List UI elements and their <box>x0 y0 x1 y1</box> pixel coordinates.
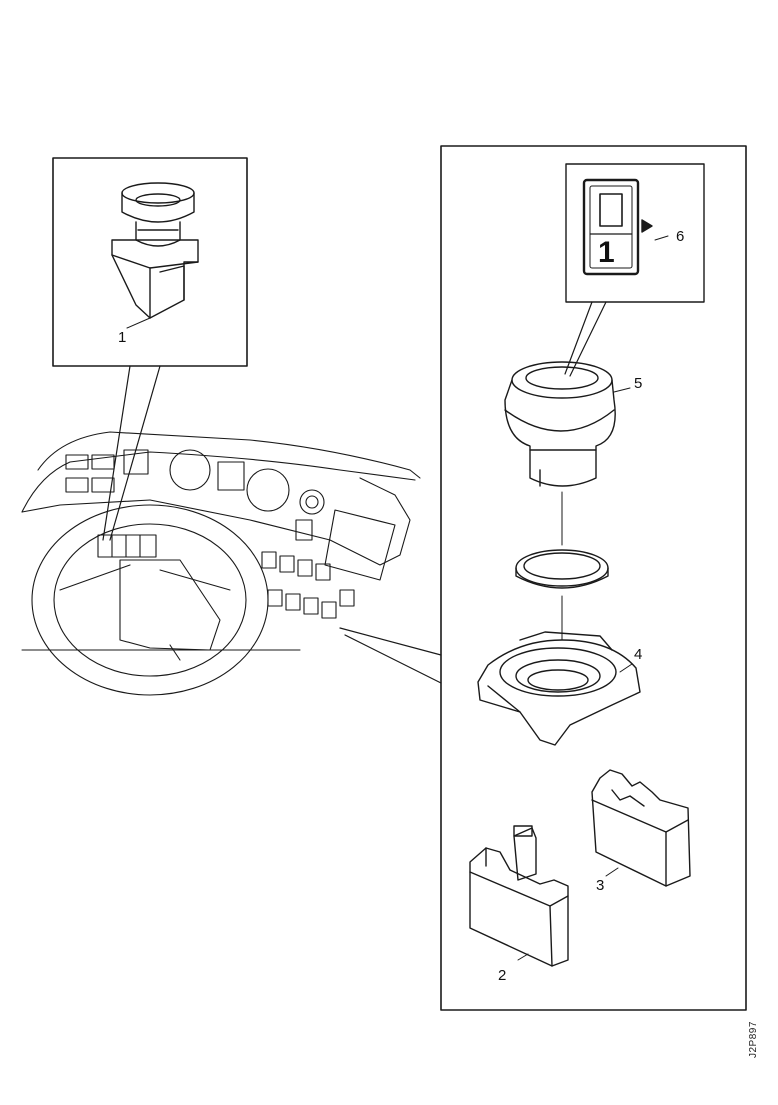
detail-box-switch <box>52 157 248 367</box>
label-symbol-number: 1 <box>598 236 615 269</box>
pointer-right <box>339 627 442 684</box>
pointer-left <box>102 365 161 541</box>
detail-box-exploded <box>440 145 747 1011</box>
callout-2: 2 <box>498 967 507 984</box>
callout-5: 5 <box>634 375 643 392</box>
callout-4: 4 <box>634 646 643 663</box>
document-id: J2P897 <box>748 1021 759 1058</box>
dashboard <box>21 431 421 696</box>
callout-6: 6 <box>676 228 685 245</box>
callout-3: 3 <box>596 877 605 894</box>
callout-1: 1 <box>118 329 127 346</box>
